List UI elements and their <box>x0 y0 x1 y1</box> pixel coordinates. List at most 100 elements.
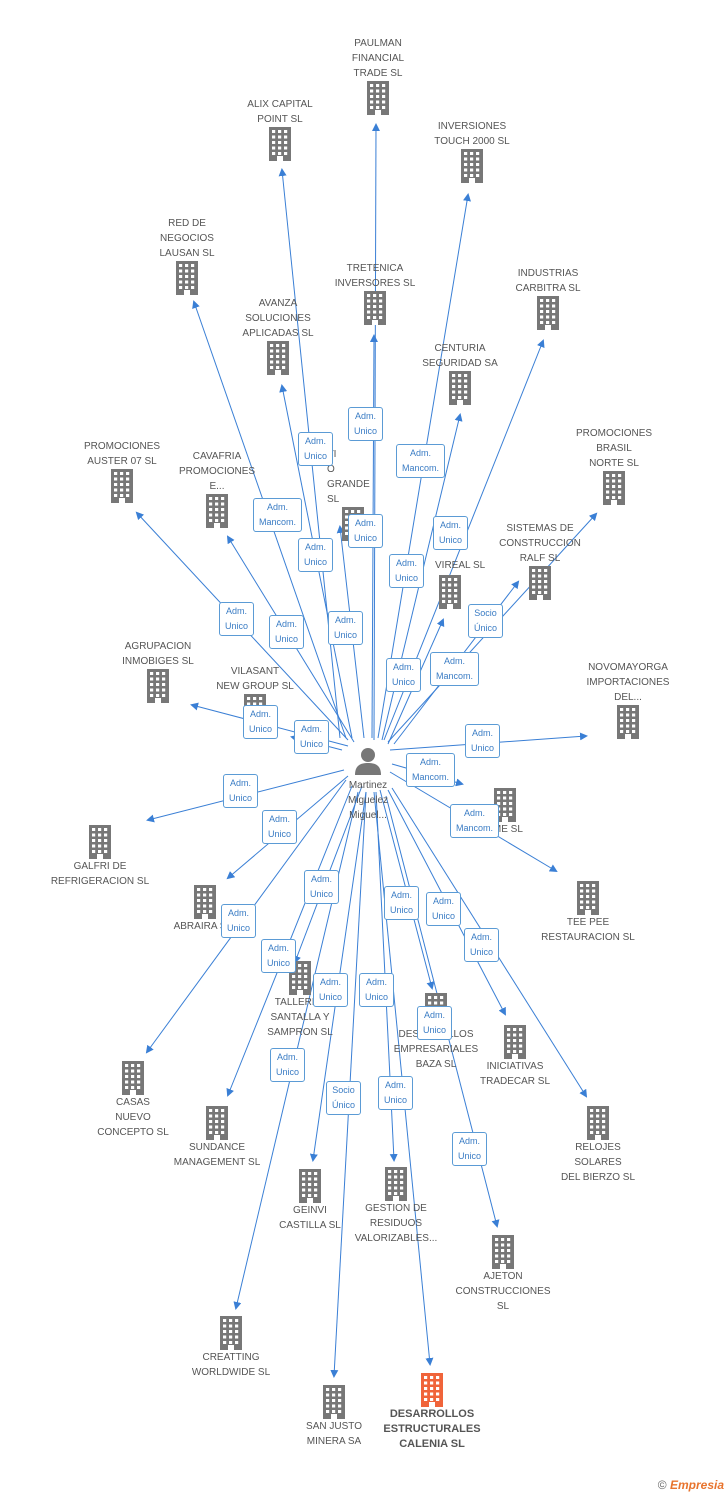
company-node-geinvi[interactable]: GEINVI CASTILLA SL <box>235 1169 385 1233</box>
relation-badge[interactable]: Adm. Mancom. <box>450 804 500 838</box>
relation-badge[interactable]: Adm. Unico <box>426 892 462 926</box>
relation-badge[interactable]: Adm. Unico <box>378 1076 414 1110</box>
company-node-abraira[interactable]: ABRAIRA S <box>165 885 245 934</box>
relation-badge[interactable]: Adm. Unico <box>384 886 420 920</box>
building-icon <box>367 81 389 115</box>
relation-badge[interactable]: Adm. Unico <box>452 1132 488 1166</box>
company-label: TALLERES SANTALLA Y SAMPRON SL <box>267 997 333 1038</box>
building-icon <box>529 566 551 600</box>
relation-badge[interactable]: Socio Único <box>468 604 504 638</box>
relation-badge[interactable]: Adm. Unico <box>348 514 384 548</box>
company-node-iniciativas[interactable]: INICIATIVAS TRADECAR SL <box>440 1025 590 1089</box>
company-node-gestion-residuos[interactable]: GESTION DE RESIDUOS VALORIZABLES... <box>321 1167 471 1246</box>
company-label: DESARROLLOS ESTRUCTURALES CALENIA SL <box>383 1408 481 1450</box>
company-label: AJETON CONSTRUCCIONES SL <box>455 1271 551 1312</box>
company-label: GESTION DE RESIDUOS VALORIZABLES... <box>354 1203 438 1244</box>
copyright-symbol: © <box>657 1478 667 1492</box>
relation-badge[interactable]: Adm. Unico <box>465 724 501 758</box>
relation-badge[interactable]: Adm. Mancom. <box>430 652 480 686</box>
relation-badge[interactable]: Adm. Unico <box>359 973 395 1007</box>
building-icon <box>385 1167 407 1201</box>
building-icon <box>267 341 289 375</box>
building-icon <box>617 705 639 739</box>
company-node-desarrollos-calenia[interactable]: DESARROLLOS ESTRUCTURALES CALENIA SL <box>357 1373 507 1452</box>
company-label: AVANZA SOLUCIONES APLICADAS SL <box>242 298 314 339</box>
company-node-cavafria[interactable]: CAVAFRIA PROMOCIONES E... <box>142 449 292 528</box>
company-label: ALIX CAPITAL POINT SL <box>247 99 313 125</box>
relation-badge[interactable]: Adm. Unico <box>386 658 422 692</box>
building-icon <box>220 1316 242 1350</box>
company-node-creatting[interactable]: CREATTING WORLDWIDE SL <box>156 1316 306 1380</box>
company-node-industrias-carbitra[interactable]: INDUSTRIAS CARBITRA SL <box>473 266 623 330</box>
relation-badge[interactable]: Adm. Unico <box>298 538 334 572</box>
company-label: RELOJES SOLARES DEL BIERZO SL <box>560 1142 636 1183</box>
relation-badge[interactable]: Adm. Unico <box>261 939 297 973</box>
relation-badge[interactable]: Adm. Unico <box>389 554 425 588</box>
building-icon <box>587 1106 609 1140</box>
company-label: CASAS NUEVO CONCEPTO SL <box>97 1097 169 1138</box>
building-icon <box>176 261 198 295</box>
company-node-galfri[interactable]: GALFRI DE REFRIGERACION SL <box>25 825 175 889</box>
company-label: CAVAFRIA PROMOCIONES E... <box>178 451 256 492</box>
company-node-sundance[interactable]: SUNDANCE MANAGEMENT SL <box>142 1106 292 1170</box>
company-node-tretenica[interactable]: TRETENICA INVERSORES SL <box>300 261 450 325</box>
center-person-node[interactable]: Martinez Miguelez Miguel... <box>323 744 413 823</box>
company-node-vireal[interactable]: VIREAL SL <box>435 558 515 609</box>
relation-badge[interactable]: Adm. Unico <box>219 602 255 636</box>
company-label: VIREAL SL <box>435 560 486 571</box>
company-node-relojes[interactable]: RELOJES SOLARES DEL BIERZO SL <box>523 1106 673 1185</box>
center-person-name: Martinez Miguelez Miguel... <box>347 780 389 821</box>
company-label: VILASANT NEW GROUP SL <box>216 666 294 692</box>
relation-badge[interactable]: Adm. Unico <box>223 774 259 808</box>
company-node-avanza[interactable]: AVANZA SOLUCIONES APLICADAS SL <box>203 296 353 375</box>
company-node-sistemas-construccion[interactable]: SISTEMAS DE CONSTRUCCION RALF SL <box>465 521 615 600</box>
building-icon <box>603 471 625 505</box>
relation-badge[interactable]: Adm. Mancom. <box>253 498 303 532</box>
company-label: PROMOCIONES AUSTER 07 SL <box>83 441 161 467</box>
relation-badge[interactable]: Adm. Unico <box>417 1006 453 1040</box>
company-node-ajeton[interactable]: AJETON CONSTRUCCIONES SL <box>428 1235 578 1314</box>
relation-badge[interactable]: Socio Único <box>326 1081 362 1115</box>
relation-badge[interactable]: Adm. Unico <box>221 904 257 938</box>
company-node-paulman[interactable]: PAULMAN FINANCIAL TRADE SL <box>303 36 453 115</box>
relation-badge[interactable]: Adm. Unico <box>298 432 334 466</box>
relation-badge[interactable]: Adm. Unico <box>328 611 364 645</box>
building-icon <box>89 825 111 859</box>
company-node-promociones-brasil[interactable]: PROMOCIONES BRASIL NORTE SL <box>539 426 689 505</box>
company-node-agrupacion[interactable]: AGRUPACION INMOBIGES SL <box>83 639 233 703</box>
company-node-novomayorga[interactable]: NOVOMAYORGA IMPORTACIONES DEL... <box>553 660 703 739</box>
company-node-inversiones-touch[interactable]: INVERSIONES TOUCH 2000 SL <box>397 119 547 183</box>
company-node-time[interactable]: TIME SL <box>484 788 570 837</box>
company-label: SISTEMAS DE CONSTRUCCION RALF SL <box>499 523 581 564</box>
company-node-casas-nuevo[interactable]: CASAS NUEVO CONCEPTO SL <box>58 1061 208 1140</box>
relation-badge[interactable]: Adm. Unico <box>269 615 305 649</box>
company-node-san-justo[interactable]: SAN JUSTO MINERA SA <box>259 1385 409 1449</box>
relation-badge[interactable]: Adm. Unico <box>464 928 500 962</box>
company-node-red-negocios[interactable]: RED DE NEGOCIOS LAUSAN SL <box>112 216 262 295</box>
building-icon <box>449 371 471 405</box>
company-node-tee-pee[interactable]: TEE PEE RESTAURACION SL <box>513 881 663 945</box>
relation-badge[interactable]: Adm. Unico <box>270 1048 306 1082</box>
relation-badge[interactable]: Adm. Unico <box>433 516 469 550</box>
company-label: SAN JUSTO MINERA SA <box>306 1421 362 1447</box>
company-node-promociones-auster[interactable]: PROMOCIONES AUSTER 07 SL <box>47 439 197 503</box>
building-icon <box>492 1235 514 1269</box>
company-label: CENTURIA SEGURIDAD SA <box>422 343 498 369</box>
company-label: TEE PEE RESTAURACION SL <box>541 917 635 943</box>
company-label: TRETENICA INVERSORES SL <box>334 263 416 289</box>
relation-badge[interactable]: Adm. Mancom. <box>396 444 446 478</box>
relation-badge[interactable]: Adm. Unico <box>243 705 279 739</box>
relation-badge[interactable]: Adm. Unico <box>304 870 340 904</box>
relation-badge[interactable]: Adm. Mancom. <box>406 753 456 787</box>
company-label: NOVOMAYORGA IMPORTACIONES DEL... <box>586 662 670 703</box>
company-node-talleres[interactable]: TALLERES SANTALLA Y SAMPRON SL <box>225 961 375 1040</box>
relation-badge[interactable]: Adm. Unico <box>313 973 349 1007</box>
building-icon <box>537 296 559 330</box>
relation-badge[interactable]: Adm. Unico <box>262 810 298 844</box>
company-label: INDUSTRIAS CARBITRA SL <box>515 268 581 294</box>
relation-badge[interactable]: Adm. Unico <box>348 407 384 441</box>
company-label: RED DE NEGOCIOS LAUSAN SL <box>159 218 215 259</box>
company-node-centuria[interactable]: CENTURIA SEGURIDAD SA <box>385 341 535 405</box>
relation-badge[interactable]: Adm. Unico <box>294 720 330 754</box>
company-node-alix[interactable]: ALIX CAPITAL POINT SL <box>205 97 355 161</box>
